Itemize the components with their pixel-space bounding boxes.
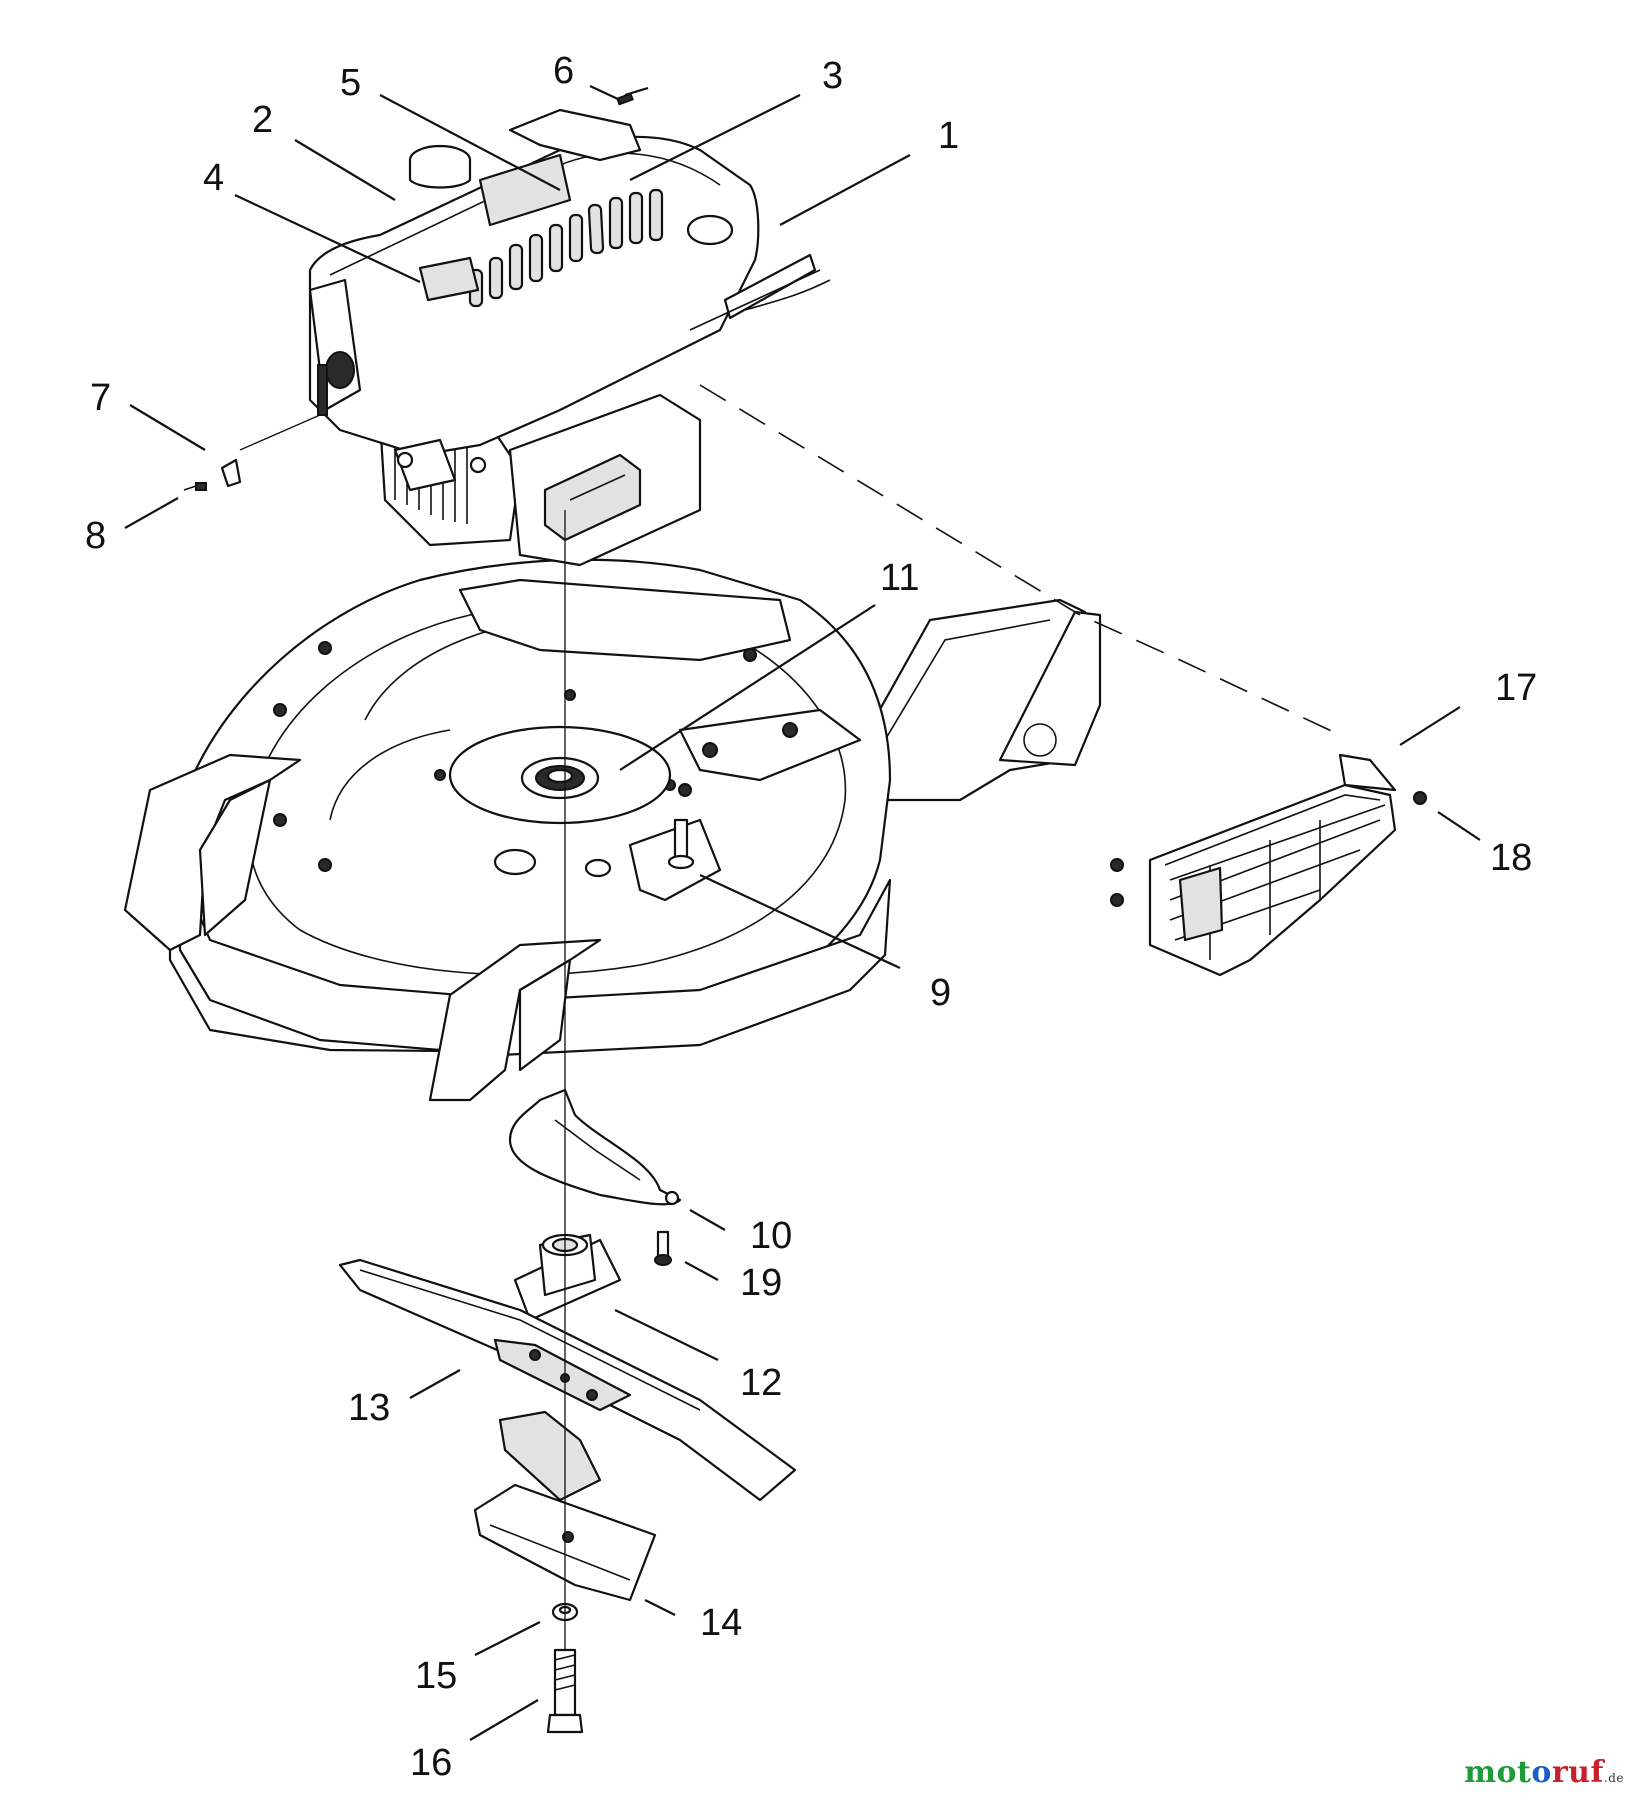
callout-6: 6: [553, 50, 574, 92]
mower-deck: [123, 558, 1102, 1102]
callout-4: 4: [203, 157, 224, 199]
leader-14: [644, 1599, 676, 1616]
leader-17: [1399, 706, 1461, 746]
leader-10: [689, 1209, 726, 1231]
leader-line-7-mount: [239, 414, 321, 451]
guard-screws: [1110, 791, 1427, 907]
callout-3: 3: [822, 55, 843, 97]
leader-15: [474, 1621, 541, 1656]
leader-18: [1437, 811, 1481, 841]
leader-9: [699, 874, 901, 969]
part-7-bracket: [220, 458, 242, 488]
part-8-screw: [183, 482, 207, 491]
leader-4: [234, 194, 421, 283]
motoruf-watermark-logo: motoruf.de: [1464, 1755, 1624, 1790]
callout-19: 19: [740, 1262, 782, 1304]
callout-17: 17: [1495, 667, 1537, 709]
callout-1: 1: [938, 115, 959, 157]
leader-5: [379, 94, 561, 191]
leader-8: [124, 497, 179, 529]
callout-7: 7: [90, 377, 111, 419]
leader-12: [614, 1309, 719, 1361]
callout-2: 2: [252, 99, 273, 141]
leader-lines: [124, 85, 1481, 1741]
callout-15: 15: [415, 1655, 457, 1697]
callout-13: 13: [348, 1387, 390, 1429]
callout-12: 12: [740, 1362, 782, 1404]
callout-18: 18: [1490, 837, 1532, 879]
engine-assembly: [308, 108, 831, 567]
callout-11: 11: [880, 557, 919, 599]
callout-14: 14: [700, 1602, 742, 1644]
callout-5: 5: [340, 62, 361, 104]
callout-8: 8: [85, 515, 106, 557]
leader-16: [469, 1699, 539, 1741]
leader-1: [779, 154, 911, 226]
blade-adapter-12: [513, 1233, 622, 1322]
leader-7: [129, 404, 206, 451]
leader-19: [684, 1261, 719, 1281]
callout-10: 10: [750, 1215, 792, 1257]
callout-numbers: 1 2 3 4 5 6 7 8 9 10 11 12 13 14 15 16 1…: [85, 50, 1537, 1784]
callout-16: 16: [410, 1742, 452, 1784]
part-6-pin: [616, 86, 649, 106]
rear-guard-17: [1148, 753, 1397, 977]
leader-13: [409, 1369, 461, 1399]
leader-6: [589, 85, 621, 101]
leader-3: [629, 94, 801, 181]
part-19-screw: [654, 1230, 672, 1266]
leader-2: [294, 139, 396, 201]
blade-13: [338, 1258, 797, 1502]
part-16-bolt: [546, 1648, 584, 1734]
callout-9: 9: [930, 972, 951, 1014]
leader-11: [619, 604, 876, 771]
blade-adapter-support: [508, 1088, 682, 1206]
